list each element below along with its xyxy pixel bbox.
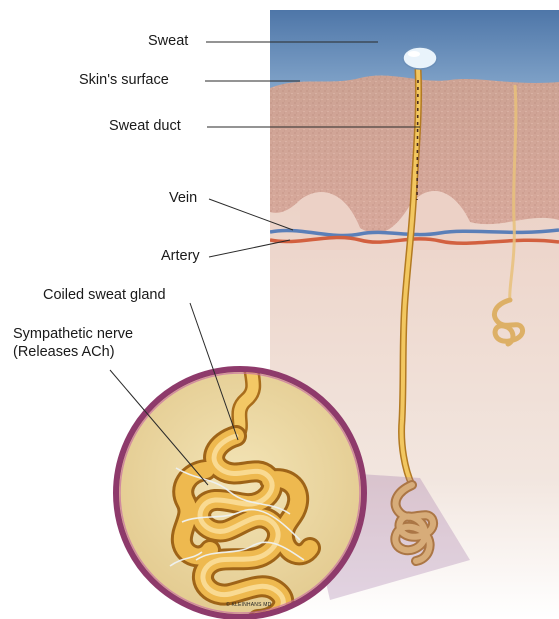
label-sweat-duct: Sweat duct — [109, 118, 181, 135]
label-nerve-line1: Sympathetic nerve — [13, 326, 133, 343]
label-sweat: Sweat — [148, 33, 188, 50]
label-coiled-gland: Coiled sweat gland — [43, 287, 166, 304]
artist-signature: © KLEINHANS MD — [226, 602, 271, 608]
sweat-droplet — [403, 47, 437, 69]
label-nerve-line2: (Releases ACh) — [13, 344, 115, 361]
label-vein: Vein — [169, 190, 197, 207]
label-artery: Artery — [161, 248, 200, 265]
label-skin-surface: Skin's surface — [79, 72, 169, 89]
